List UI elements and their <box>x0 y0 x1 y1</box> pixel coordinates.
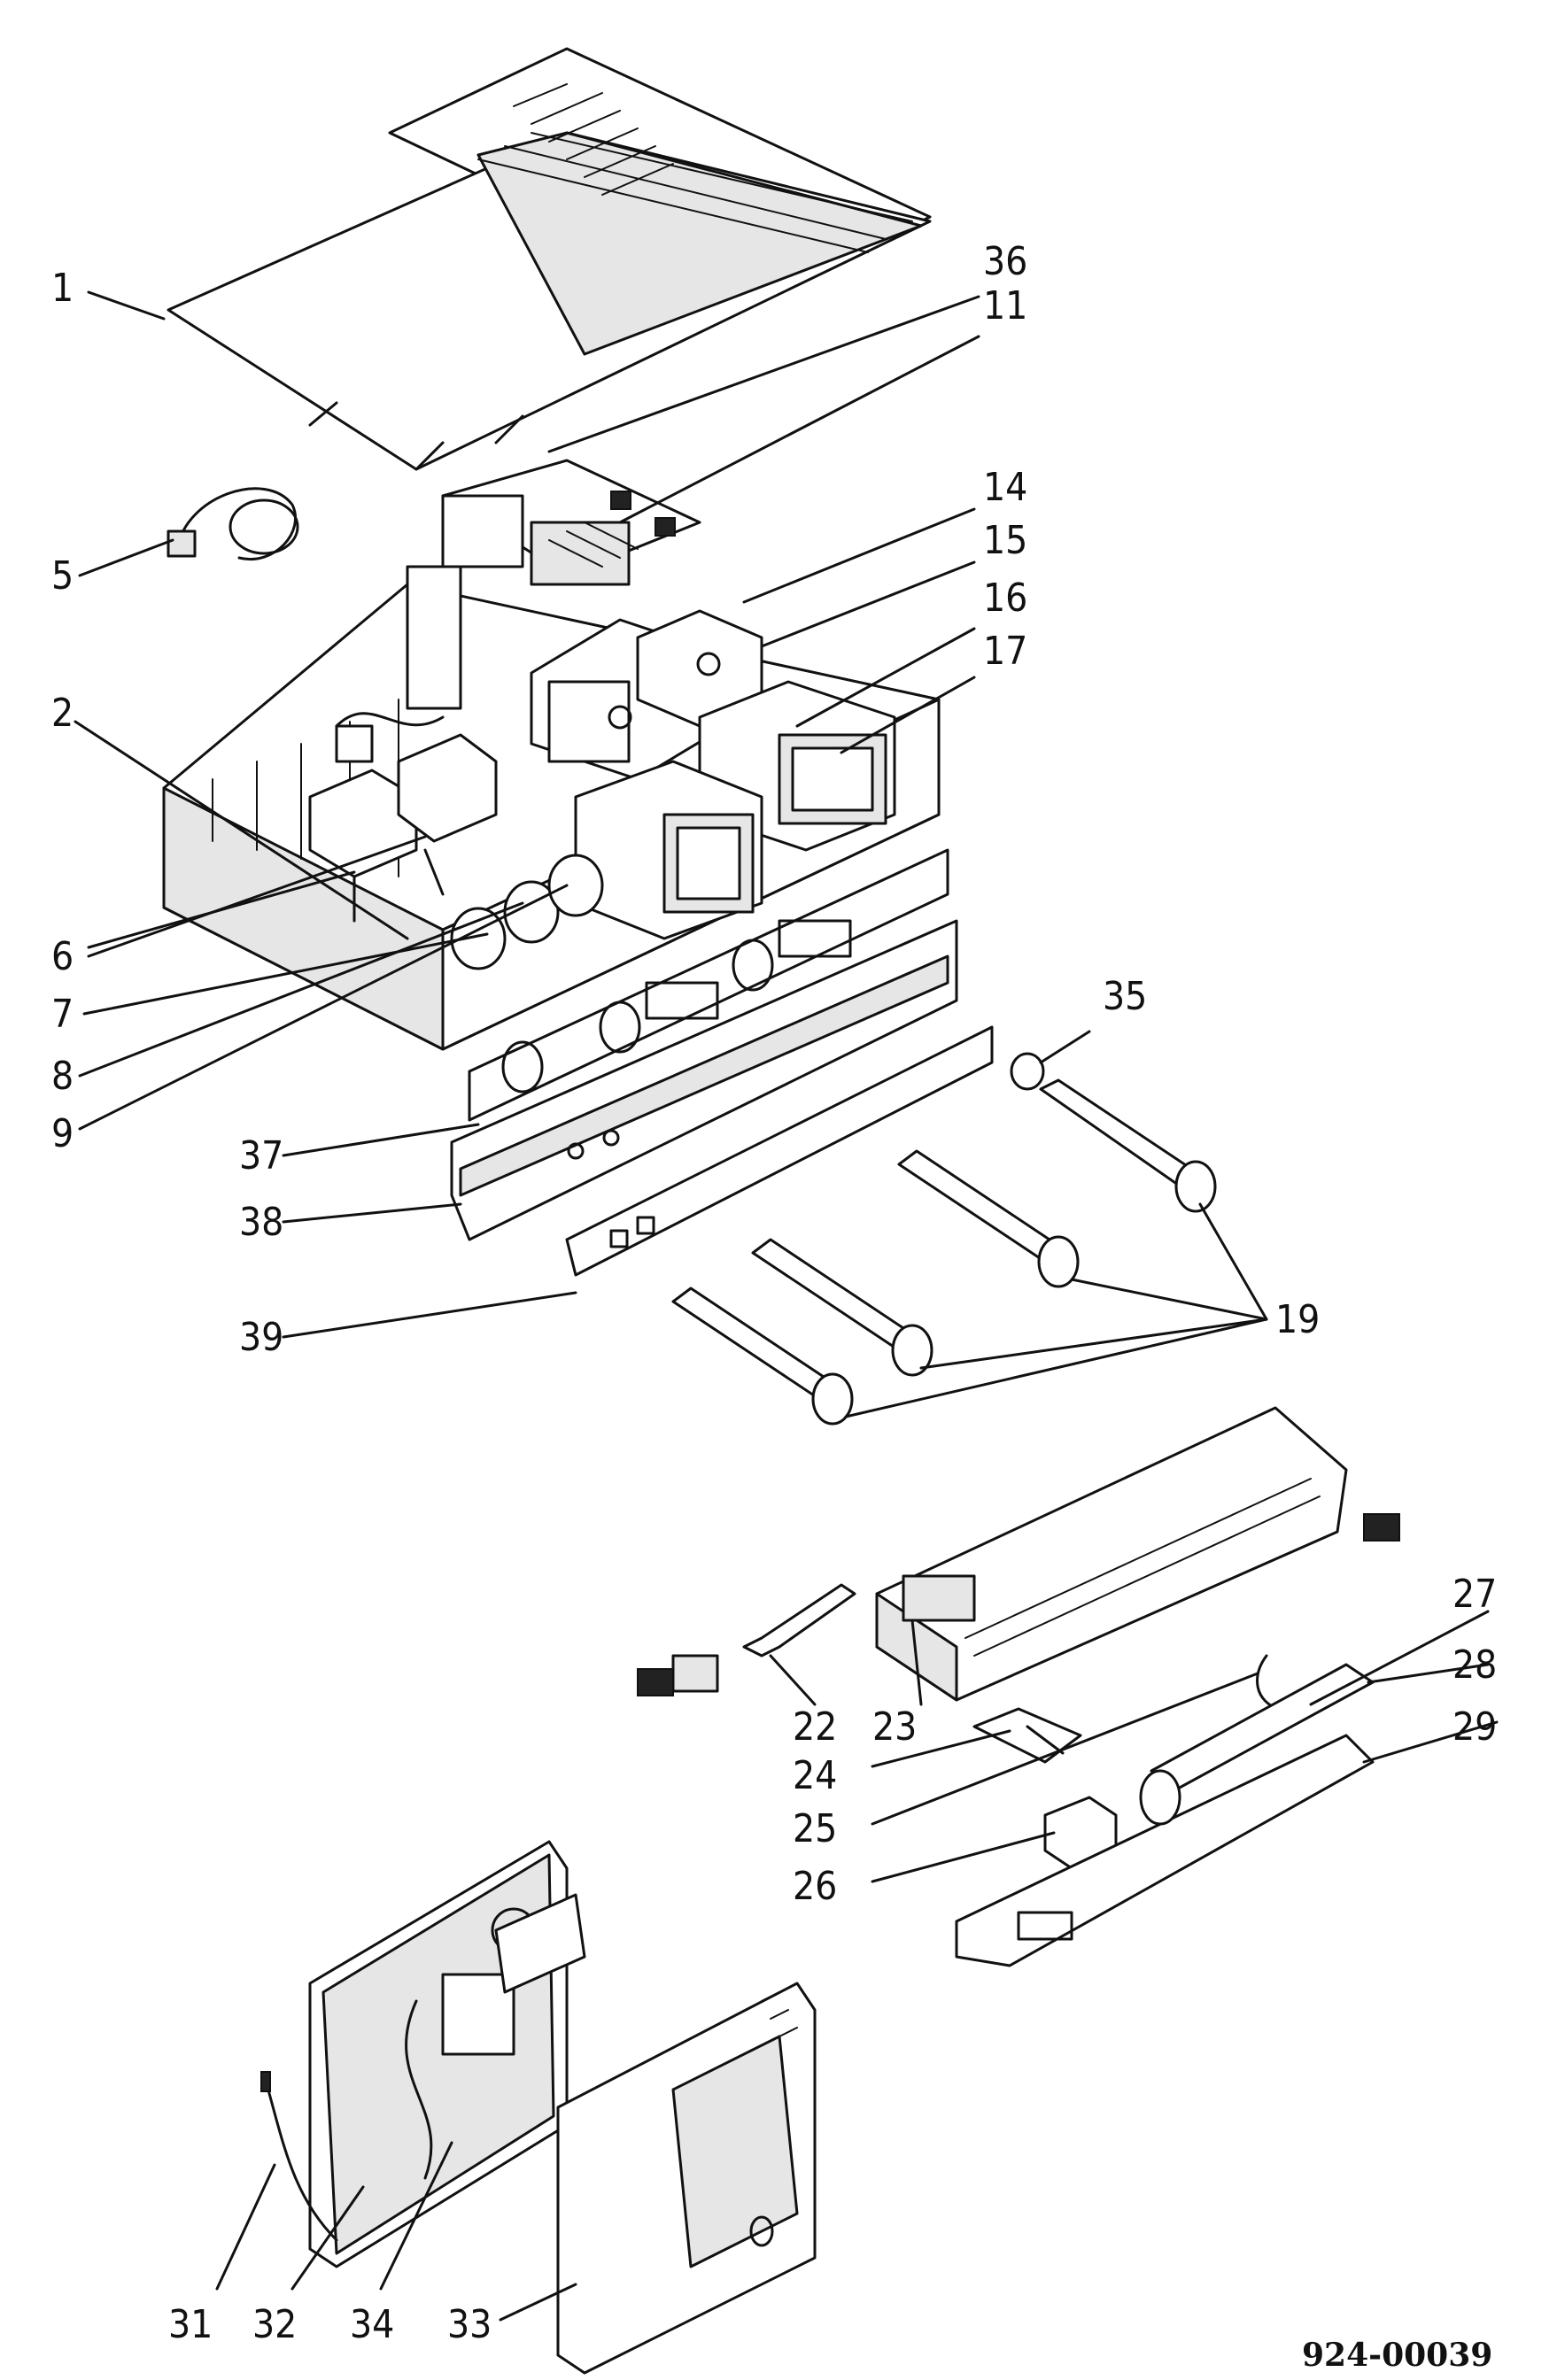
parts-37-39-front-panels <box>450 848 994 1277</box>
part-19-lamp-tubes <box>671 1078 1217 1426</box>
part-1-top-cover <box>167 47 932 471</box>
callout-labels: 1 36 11 5 14 15 16 17 2 6 7 8 9 35 37 38… <box>51 239 1497 2347</box>
callout-37: 37 <box>239 1133 283 1178</box>
callout-24: 24 <box>793 1753 837 1798</box>
callout-19: 19 <box>1275 1297 1320 1342</box>
callout-31: 31 <box>168 2302 213 2347</box>
callout-22: 22 <box>793 1704 837 1750</box>
leader-lines <box>74 290 1499 2322</box>
part-35-ring <box>1010 1052 1045 1091</box>
part-33-front-cover <box>556 1982 817 2375</box>
parts-27-29-lamp-tray <box>955 1654 1375 1967</box>
parts-14-17-relay-modules <box>530 609 896 940</box>
callout-17: 17 <box>983 629 1027 674</box>
drawing-number: 924-00039 <box>1302 2337 1492 2374</box>
callout-35: 35 <box>1103 974 1147 1019</box>
callout-34: 34 <box>350 2302 394 2347</box>
callout-2: 2 <box>51 691 74 736</box>
callout-33: 33 <box>447 2302 492 2347</box>
parts-31-34-back-panel <box>260 1840 586 2268</box>
part-22-cable-connector <box>637 1583 856 1696</box>
callout-27: 27 <box>1452 1572 1497 1617</box>
callout-36: 36 <box>983 239 1027 284</box>
callout-28: 28 <box>1452 1642 1497 1688</box>
callout-7: 7 <box>51 992 74 1037</box>
part-23-lamp-housing <box>875 1406 1400 1702</box>
callout-32: 32 <box>252 2302 297 2347</box>
callout-15: 15 <box>983 518 1027 563</box>
callout-23: 23 <box>872 1704 917 1750</box>
parts-24-26-small-parts <box>972 1707 1118 1870</box>
callout-26: 26 <box>793 1864 837 1909</box>
callout-1: 1 <box>51 266 74 311</box>
part-5-wire-loop <box>167 487 299 560</box>
callout-38: 38 <box>239 1200 283 1245</box>
part-36-11-control-board <box>441 459 701 586</box>
callout-14: 14 <box>983 465 1027 510</box>
callout-16: 16 <box>983 576 1027 621</box>
callout-39: 39 <box>239 1315 283 1360</box>
callout-11: 11 <box>983 283 1027 328</box>
callout-29: 29 <box>1452 1704 1497 1750</box>
callout-9: 9 <box>51 1111 74 1156</box>
callout-5: 5 <box>51 553 74 599</box>
callout-25: 25 <box>793 1806 837 1851</box>
callout-6: 6 <box>51 934 74 979</box>
callout-8: 8 <box>51 1054 74 1099</box>
